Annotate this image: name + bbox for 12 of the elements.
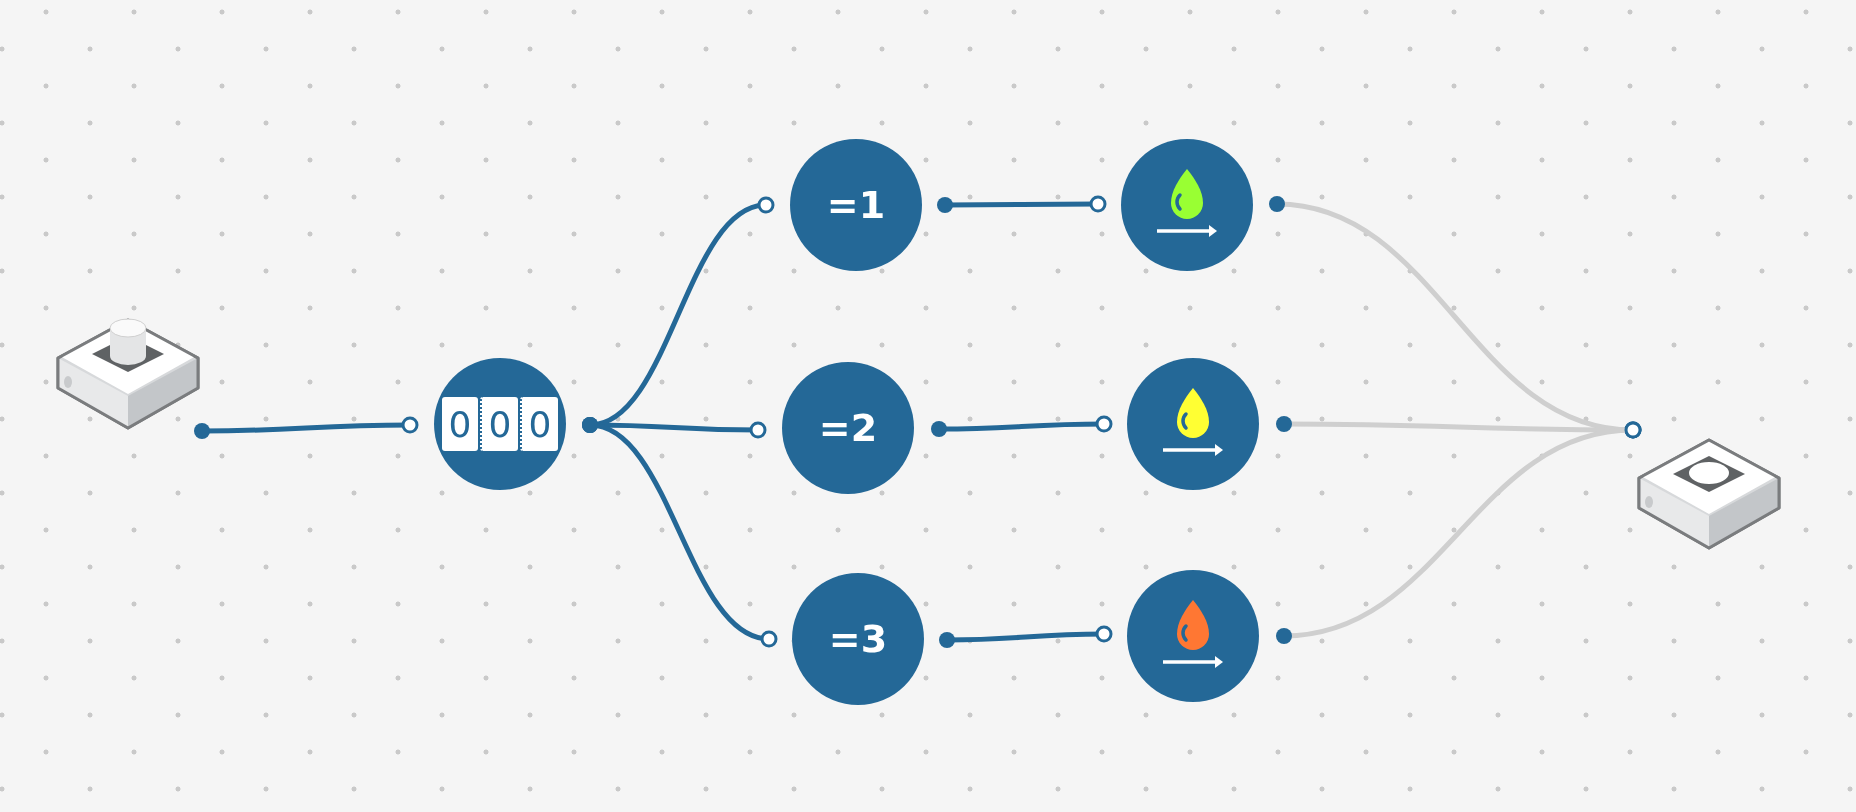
- counter-digit: 0: [480, 397, 518, 451]
- counter-digit: 0: [520, 397, 558, 451]
- connector: [582, 417, 778, 648]
- connector: [939, 625, 1113, 648]
- connector: [1276, 421, 1642, 644]
- connector: [194, 416, 419, 439]
- node-label: =3: [828, 620, 888, 658]
- counter-digit: 0: [442, 397, 478, 451]
- node-label: =1: [826, 186, 886, 224]
- node-label: =2: [818, 409, 878, 447]
- connector: [937, 195, 1107, 213]
- connector: [931, 415, 1113, 437]
